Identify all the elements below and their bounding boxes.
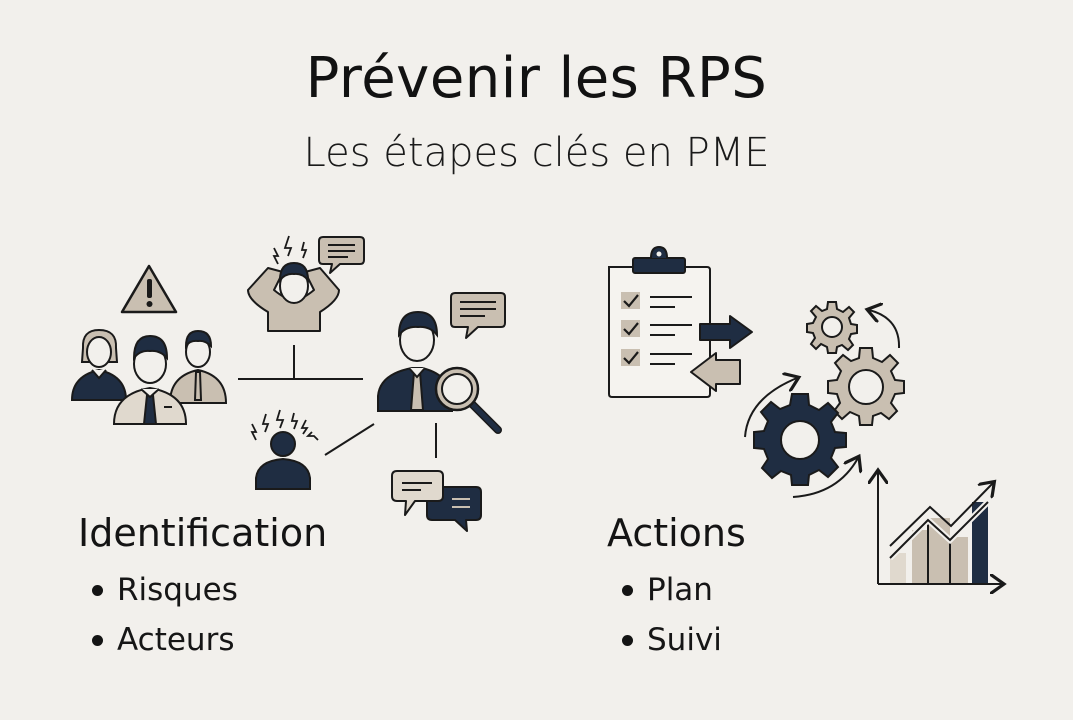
- page-title: Prévenir les RPS: [305, 46, 768, 111]
- speech-bubble-icon: [318, 236, 365, 274]
- manager-magnifier-icon: [377, 310, 502, 434]
- list-item-label: Risques: [117, 572, 238, 608]
- page-subtitle: Les étapes clés en PME: [303, 130, 770, 176]
- list-item-label: Plan: [647, 572, 713, 608]
- gears-cycle-icon: [744, 301, 905, 498]
- section-title-actions: Actions: [607, 511, 746, 555]
- list-item: Risques: [88, 565, 238, 615]
- stressed-person-icon: [247, 235, 340, 332]
- list-item: Suivi: [618, 615, 722, 665]
- bullet-icon: [92, 584, 103, 596]
- growth-chart-icon: [878, 472, 1002, 584]
- actions-list: Plan Suivi: [618, 565, 722, 665]
- list-item: Acteurs: [88, 615, 238, 665]
- speech-bubble-icon: [450, 292, 506, 339]
- connector-lines: [238, 345, 437, 458]
- team-group-icon: [70, 328, 228, 425]
- bullet-icon: [92, 634, 103, 646]
- exchange-arrows-icon: [690, 315, 753, 392]
- bullet-icon: [622, 584, 633, 596]
- bullet-icon: [622, 634, 633, 646]
- identification-list: Risques Acteurs: [88, 565, 238, 665]
- list-item-label: Acteurs: [117, 622, 235, 658]
- list-item: Plan: [618, 565, 722, 615]
- section-title-identification: Identification: [78, 511, 328, 555]
- checklist-clipboard-icon: [608, 245, 711, 398]
- list-item-label: Suivi: [647, 622, 722, 658]
- dialogue-bubbles-icon: [391, 470, 482, 532]
- overwhelmed-person-icon: [250, 409, 319, 490]
- warning-triangle-icon: [120, 264, 178, 314]
